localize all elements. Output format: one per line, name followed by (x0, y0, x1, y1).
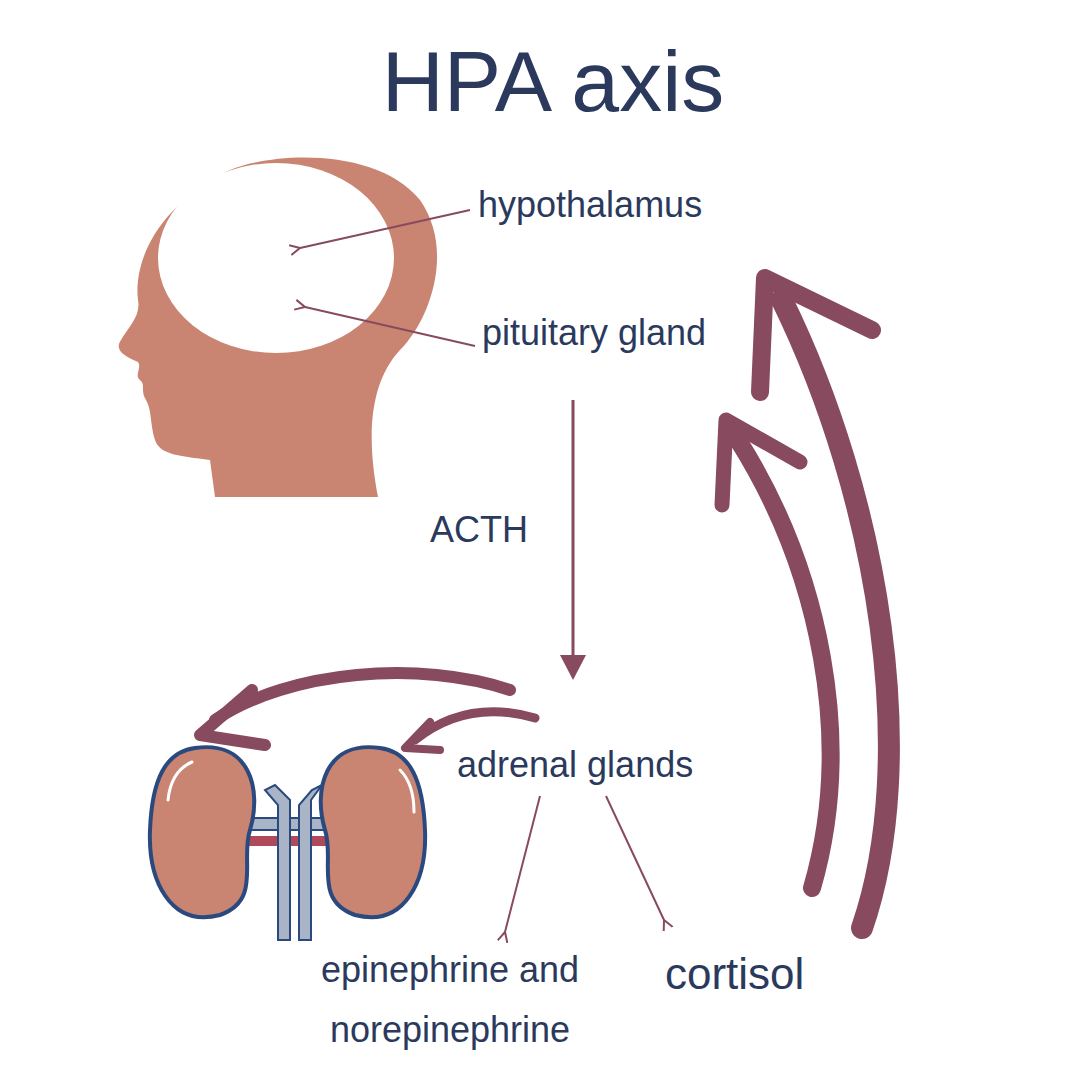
kidney-arrowhead (200, 690, 265, 745)
structure-label: hypothalamus (478, 183, 702, 226)
feedback-arrow (782, 300, 889, 928)
output-arrow (606, 796, 664, 920)
acth-arrow (572, 400, 575, 660)
diagram-title: HPA axis (0, 30, 1080, 133)
structure-label: pituitary gland (482, 311, 706, 354)
output-arrow (505, 796, 540, 932)
kidney-arrowhead (405, 722, 440, 750)
feedback-arrowhead (722, 420, 800, 505)
acth-arrowhead (560, 655, 586, 680)
adrenal-kidney-illustration (150, 747, 425, 940)
structure-label: adrenal glands (457, 743, 693, 786)
brain-area (158, 163, 394, 353)
feedback-arrow (738, 440, 830, 888)
leader-line (300, 210, 470, 248)
kidney-arrow (415, 712, 535, 740)
leader-line (305, 307, 475, 346)
hormone-label: ACTH (430, 508, 528, 551)
hormone-label: cortisol (665, 948, 804, 1001)
hormone-label: epinephrine and norepinephrine (280, 940, 620, 1060)
feedback-arrowhead (760, 278, 872, 392)
